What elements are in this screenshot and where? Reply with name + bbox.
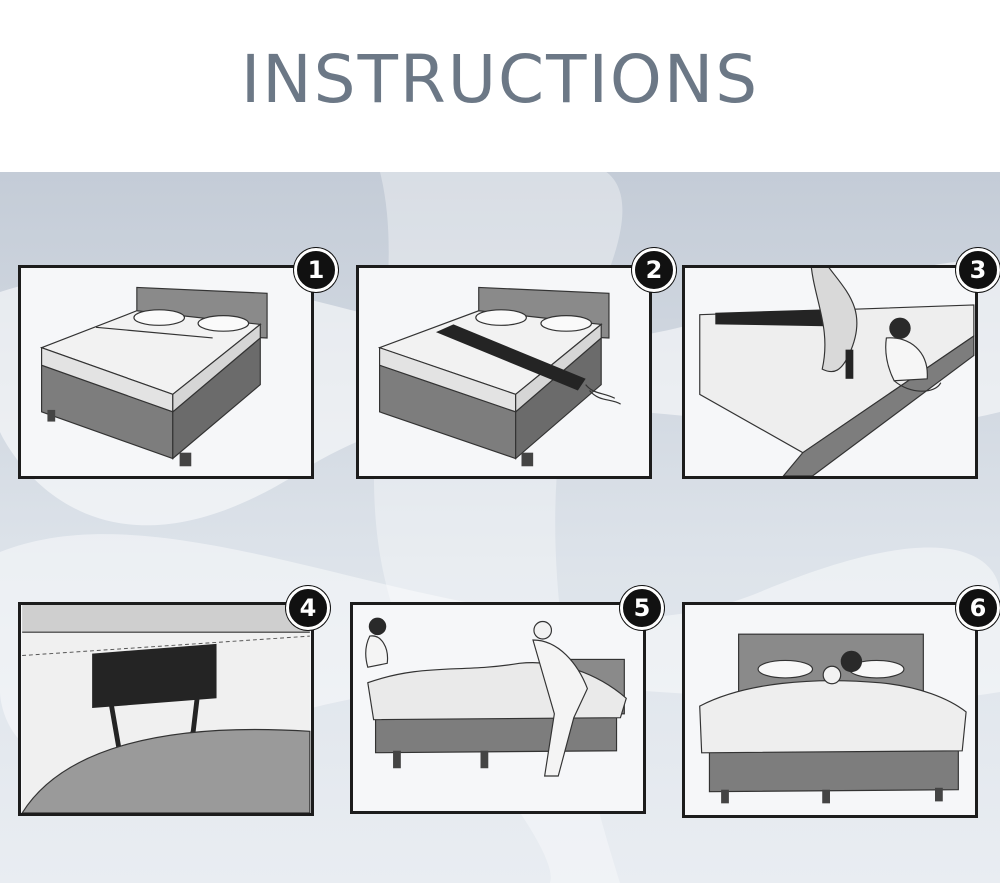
step-2-panel [356,265,652,479]
making-bed-illustration [365,617,627,777]
bed-with-strap-illustration [377,286,621,467]
step-4-panel [18,602,314,816]
step-3-panel [682,265,978,479]
couple-sleeping-illustration [699,633,967,804]
strap [435,324,586,391]
step-6-panel [682,602,978,818]
page-title: INSTRUCTIONS [240,41,760,119]
strap-closeup-illustration [21,605,311,813]
step-4-number-badge: 4 [286,586,330,630]
step-1-number-badge: 1 [294,248,338,292]
step-5-number-badge: 5 [620,586,664,630]
step-2-number-badge: 2 [632,248,676,292]
step-6-number-badge: 6 [956,586,1000,630]
bed-two-mattresses-illustration [39,286,268,467]
step-3-number-badge: 3 [956,248,1000,292]
step-5-panel [350,602,646,814]
step-1-panel [18,265,314,479]
lifting-mattress-illustration [699,268,975,476]
